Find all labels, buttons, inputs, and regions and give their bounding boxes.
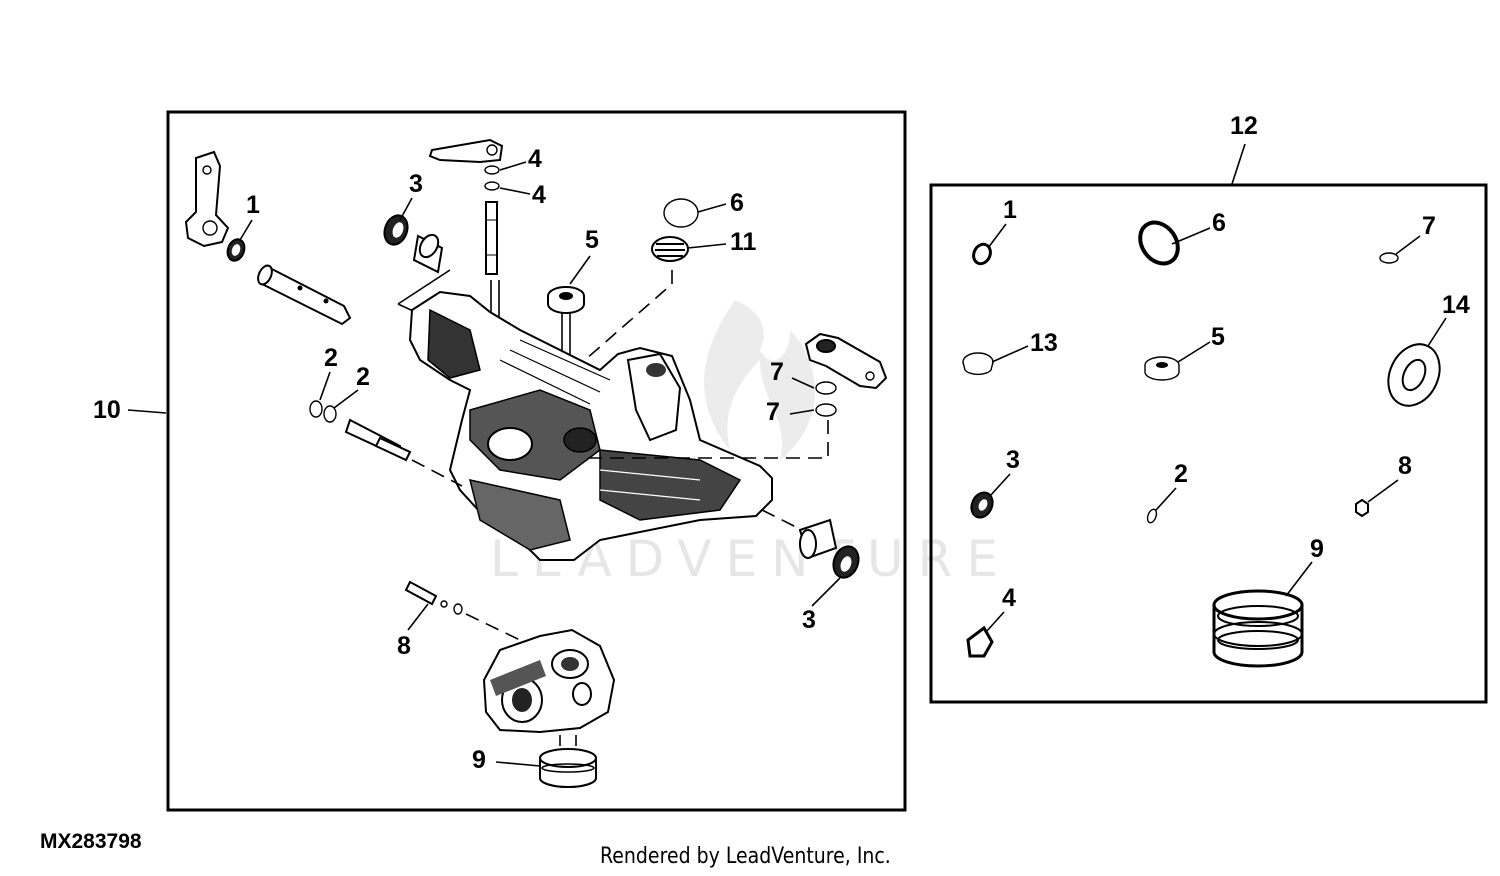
callout-7: 7 (766, 398, 780, 426)
kit-callout-7: 7 (1422, 212, 1436, 240)
kit-callout-4: 4 (1002, 584, 1016, 612)
transaxle-housing (408, 290, 773, 561)
callout-4: 4 (532, 181, 546, 209)
kit-callout-3: 3 (1006, 446, 1020, 474)
kit-frame (929, 183, 1488, 704)
callout-main-group: 10 (93, 396, 121, 424)
callout-2: 2 (356, 363, 370, 391)
kit-callout-14: 14 (1442, 291, 1470, 319)
control-shaft (257, 264, 352, 326)
kit-callout-2: 2 (1174, 460, 1188, 488)
kit-ring-part-9 (1212, 589, 1304, 668)
o-ring-part-2-a (309, 400, 323, 418)
o-ring-part-2-b (323, 405, 337, 423)
callout-9: 9 (472, 746, 486, 774)
callout-4: 4 (528, 145, 542, 173)
kit-seal-part-14 (1387, 343, 1441, 407)
kit-seal-part-1 (972, 242, 992, 266)
callout-3: 3 (802, 606, 816, 634)
callout-6: 6 (730, 189, 744, 217)
kit-plug-part-8 (1355, 498, 1369, 518)
callout-7: 7 (770, 358, 784, 386)
top-lever (428, 138, 504, 164)
callout-kit-group: 12 (1230, 112, 1258, 140)
o-ring-part-7-b (815, 403, 837, 417)
kit-callout-9: 9 (1310, 535, 1324, 563)
kit-o-ring-part-2 (1146, 508, 1158, 524)
filter-part-11 (651, 236, 689, 262)
callout-8: 8 (397, 632, 411, 660)
kit-callout-1: 1 (1003, 196, 1017, 224)
callout-2: 2 (324, 344, 338, 372)
bearing-part-3-top (383, 214, 409, 246)
check-valve-pin (344, 418, 412, 462)
cap-part-6 (663, 198, 699, 228)
o-ring-part-4-b (484, 181, 500, 191)
callout-3: 3 (409, 170, 423, 198)
right-control-arm (804, 332, 888, 390)
ring-part-9 (539, 748, 597, 788)
relief-valve-part-8 (404, 580, 463, 615)
seal-part-1 (226, 238, 246, 262)
control-arm (184, 150, 230, 248)
callout-5: 5 (585, 226, 599, 254)
kit-callout-13: 13 (1030, 329, 1058, 357)
kit-callout-8: 8 (1398, 452, 1412, 480)
kit-gasket-part-4 (966, 625, 994, 658)
kit-bearing-part-3 (970, 491, 994, 519)
main-assembly-frame (166, 110, 907, 812)
pump-block (482, 628, 616, 734)
render-credit: Rendered by LeadVenture, Inc. (600, 844, 891, 869)
bushing (412, 233, 444, 274)
kit-washer-part-5 (1144, 356, 1180, 381)
kit-callout-6: 6 (1212, 209, 1226, 237)
o-ring-part-7-a (815, 381, 837, 395)
washer-part-5 (547, 286, 585, 314)
callout-1: 1 (246, 191, 260, 219)
o-ring-part-4-a (484, 165, 500, 175)
bearing-part-3-bottom (832, 545, 860, 579)
kit-o-ring-part-7 (1379, 252, 1399, 264)
vertical-pin (485, 201, 498, 275)
kit-cap-part-13 (962, 352, 994, 376)
figure-code: MX283798 (40, 830, 142, 853)
callout-11: 11 (730, 228, 757, 256)
kit-callout-5: 5 (1211, 323, 1225, 351)
kit-ring-part-6 (1138, 220, 1180, 266)
bushing-lower (798, 518, 838, 560)
